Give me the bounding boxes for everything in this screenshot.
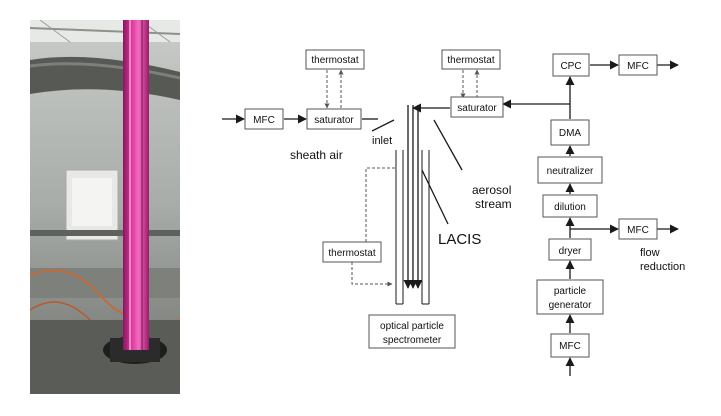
thermostat-bottom-box: thermostat bbox=[322, 241, 382, 263]
particle-gen-label-line2: generator bbox=[549, 300, 592, 311]
mfc-cpc-box: MFC bbox=[618, 54, 658, 76]
saturator-left-label: saturator bbox=[314, 115, 354, 126]
inlet-label: inlet bbox=[372, 135, 392, 147]
optical-label-line2: spectrometer bbox=[383, 335, 442, 346]
saturator-left-box: saturator bbox=[306, 108, 362, 130]
dryer-label: dryer bbox=[559, 246, 582, 257]
saturator-right-label: saturator bbox=[457, 103, 497, 114]
mfc-flow-box: MFC bbox=[618, 218, 658, 240]
sheath-air-label: sheath air bbox=[290, 148, 343, 162]
optical-spectrometer-box: optical particle spectrometer bbox=[368, 314, 456, 349]
mfc-flow-label: MFC bbox=[627, 225, 649, 236]
thermostat-right-label: thermostat bbox=[447, 55, 494, 66]
dash-thermo-bottom-down bbox=[351, 262, 393, 287]
dma-label: DMA bbox=[559, 128, 582, 139]
dilution-label: dilution bbox=[554, 202, 586, 213]
leader-aerosol-stream bbox=[433, 119, 463, 171]
mfc-bottom-box: MFC bbox=[550, 333, 590, 358]
thermostat-left-box: thermostat bbox=[305, 49, 365, 70]
mfc-cpc-label: MFC bbox=[627, 61, 649, 72]
lacis-column-photo bbox=[30, 20, 180, 394]
thermostat-right-box: thermostat bbox=[441, 49, 501, 70]
flow-label-line1: flow bbox=[640, 247, 660, 259]
cpc-label: CPC bbox=[560, 61, 581, 72]
thermostat-left-label: thermostat bbox=[311, 55, 358, 66]
lacis-label: LACIS bbox=[438, 231, 481, 248]
optical-label-line1: optical particle bbox=[380, 321, 444, 332]
mfc-inlet-label: MFC bbox=[253, 115, 275, 126]
mfc-bottom-label: MFC bbox=[559, 341, 581, 352]
particle-gen-label-line1: particle bbox=[554, 286, 587, 297]
leader-sheath-air bbox=[371, 119, 395, 132]
dash-thermo-bottom-up bbox=[365, 167, 396, 252]
dma-box: DMA bbox=[550, 119, 590, 146]
saturator-right-box: saturator bbox=[450, 96, 504, 118]
mfc-inlet-box: MFC bbox=[244, 108, 284, 130]
dryer-box: dryer bbox=[548, 238, 592, 261]
neutralizer-box: neutralizer bbox=[537, 156, 603, 184]
flow-label-line2: reduction bbox=[640, 261, 685, 273]
dilution-box: dilution bbox=[542, 194, 598, 218]
aerosol-label-line2: stream bbox=[475, 197, 512, 211]
cpc-box: CPC bbox=[552, 53, 590, 77]
thermostat-bottom-label: thermostat bbox=[328, 248, 375, 259]
aerosol-label-line1: aerosol bbox=[472, 183, 511, 197]
neutralizer-label: neutralizer bbox=[547, 166, 594, 177]
leader-lacis bbox=[421, 169, 449, 225]
particle-generator-box: particle generator bbox=[536, 279, 604, 315]
